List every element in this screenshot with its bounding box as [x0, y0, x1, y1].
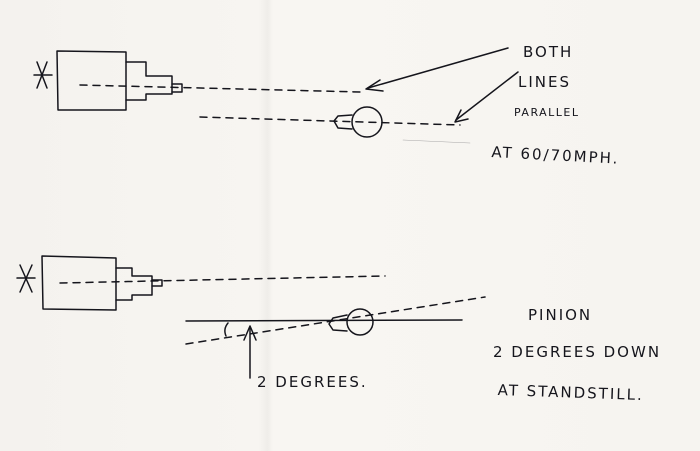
- top-engine-gearbox: [33, 50, 183, 111]
- top-arrow-2: [454, 71, 519, 123]
- top-arrow-1: [365, 47, 509, 92]
- note-top-line-2: LINES: [518, 73, 572, 91]
- top-pinion-centerline: [199, 116, 461, 126]
- note-top-line-1: BOTH: [523, 43, 574, 61]
- angle-label: 2 DEGREES.: [257, 373, 368, 391]
- note-bottom-line-2: 2 DEGREES DOWN: [493, 343, 662, 361]
- angle-arrow: [243, 325, 257, 379]
- top-gearbox-centerline: [79, 84, 361, 93]
- bottom-rear-axle: [328, 308, 374, 336]
- pencil-mark: [402, 139, 471, 144]
- note-bottom-line-1: PINION: [528, 306, 593, 324]
- top-rear-axle: [333, 106, 383, 138]
- bottom-engine-gearbox: [16, 255, 163, 311]
- note-top-line-3: PARALLEL: [514, 106, 580, 119]
- angle-arc: [224, 322, 229, 337]
- bottom-horizontal-reference: [185, 319, 463, 322]
- bottom-pinion-centerline: [185, 296, 486, 345]
- bottom-gearbox-centerline: [59, 275, 386, 284]
